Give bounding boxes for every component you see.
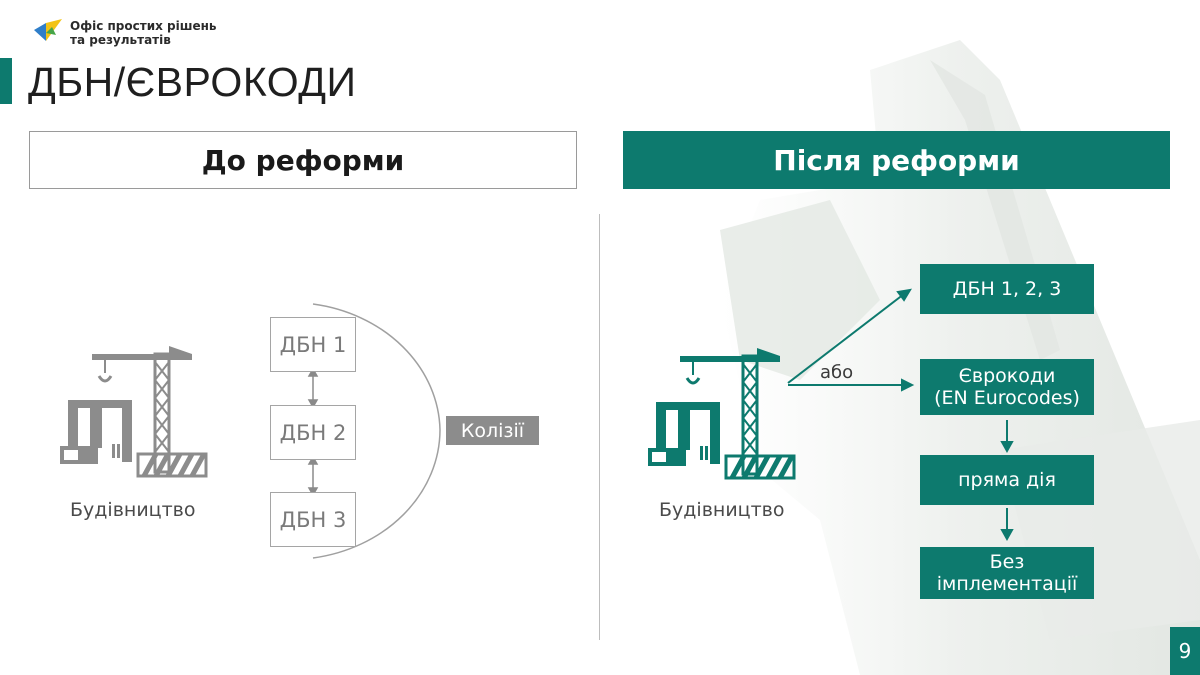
dbn-1-box: ДБН 1 (270, 317, 356, 372)
no-implementation-box: Без імплементації (920, 547, 1094, 599)
before-caption: Будівництво (70, 499, 196, 521)
logo-text: Офіс простих рішень та результатів (70, 19, 217, 47)
logo-line-1: Офіс простих рішень (70, 19, 217, 33)
before-reform-heading: До реформи (29, 131, 577, 189)
construction-crane-icon (60, 346, 208, 478)
after-reform-arrows (787, 288, 1014, 542)
dbn-3-box: ДБН 3 (270, 492, 356, 547)
column-divider (599, 214, 600, 640)
logo-line-2: та результатів (70, 33, 171, 47)
page-title: ДБН/ЄВРОКОДИ (28, 59, 357, 105)
office-logo-icon (34, 19, 62, 41)
no-implementation-line-1: Без (989, 551, 1025, 573)
after-reform-heading: Після реформи (623, 131, 1170, 189)
title-accent-bar (0, 58, 12, 104)
eurocodes-line-1: Єврокоди (958, 365, 1056, 387)
collision-badge: Колізії (446, 416, 539, 445)
no-implementation-line-2: імплементації (936, 573, 1078, 595)
or-label: або (820, 362, 854, 383)
dbn-connections (307, 303, 441, 559)
after-caption: Будівництво (659, 499, 785, 521)
eurocodes-box: Єврокоди (EN Eurocodes) (920, 359, 1094, 415)
option-dbn-label: ДБН 1, 2, 3 (952, 278, 1062, 300)
dbn-2-box: ДБН 2 (270, 405, 356, 460)
page-number: 9 (1170, 627, 1200, 675)
construction-crane-icon-green (648, 348, 796, 480)
eurocodes-line-2: (EN Eurocodes) (934, 387, 1080, 409)
direct-action-label: пряма дія (958, 469, 1056, 491)
option-dbn-box: ДБН 1, 2, 3 (920, 264, 1094, 314)
direct-action-box: пряма дія (920, 455, 1094, 505)
